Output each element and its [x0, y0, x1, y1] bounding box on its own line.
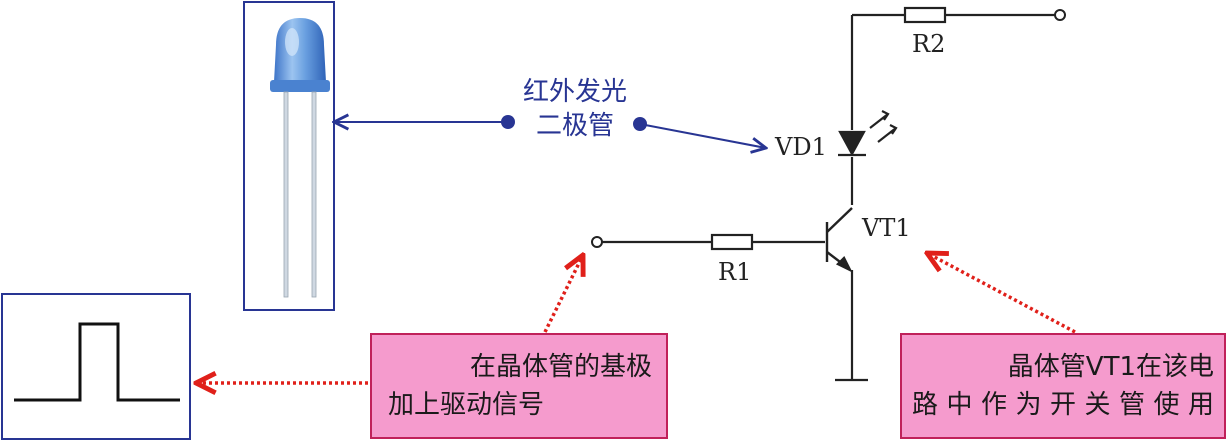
led-label-line2: 二极管 — [536, 111, 614, 141]
callout-switch-line1: 晶体管VT1在该电 — [1007, 352, 1214, 382]
pulse-waveform-icon — [1, 293, 191, 440]
callout-base-line1: 在晶体管的基极 — [469, 352, 652, 382]
vt1-transistor-symbol — [825, 207, 853, 273]
callout-base-drive: 在晶体管的基极 加上驱动信号 — [370, 333, 668, 439]
r1-resistor-symbol — [710, 233, 754, 251]
output-terminal — [1054, 9, 1066, 21]
vd1-led-symbol — [838, 110, 898, 157]
led-label-connectors — [334, 115, 766, 148]
callout-switch-bg — [900, 333, 1226, 439]
circuit-wires — [602, 13, 1055, 382]
red-pointer-arrows — [196, 253, 1076, 383]
infrared-led-photo-icon — [243, 1, 335, 311]
led-label-line1: 红外发光 — [523, 77, 627, 107]
r2-label: R2 — [912, 30, 945, 58]
vd1-label: VD1 — [774, 133, 827, 161]
r2-resistor-symbol — [903, 6, 947, 24]
r1-label: R1 — [718, 258, 751, 286]
callout-switch-role: 晶体管VT1在该电 路中作为开关管使用 — [900, 333, 1226, 439]
input-terminal — [591, 236, 603, 248]
callout-switch-line2: 路中作为开关管使用 — [912, 389, 1214, 420]
vt1-label: VT1 — [861, 214, 911, 242]
callout-base-line2: 加上驱动信号 — [388, 389, 545, 420]
callout-base-bg — [370, 333, 668, 439]
